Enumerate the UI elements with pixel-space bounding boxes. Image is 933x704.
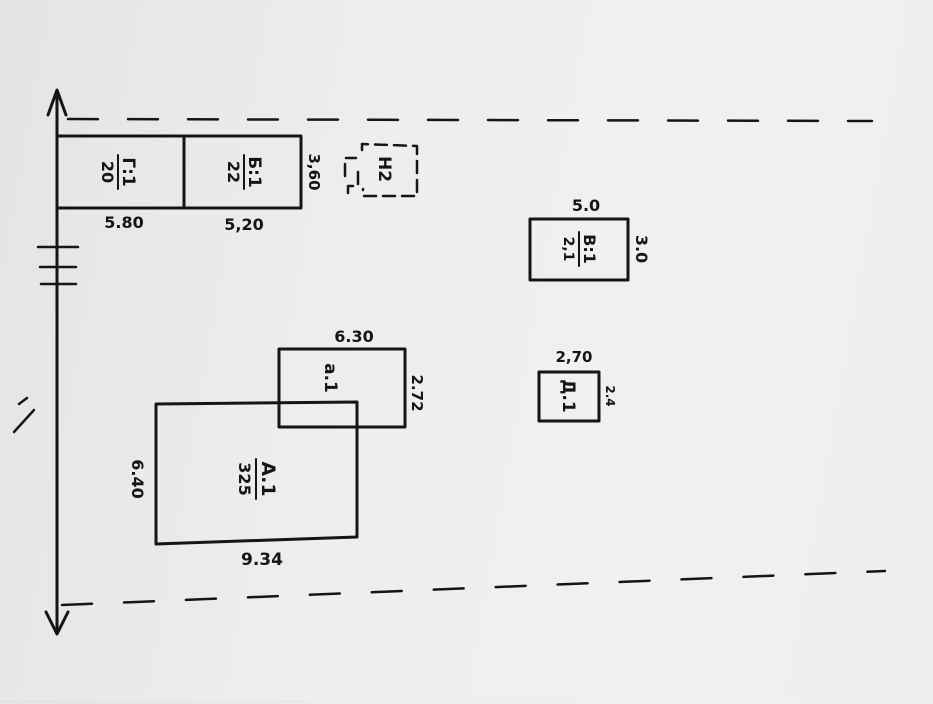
building-v1-width: 5.0 — [572, 196, 600, 215]
building-v1-depth: 3.0 — [632, 235, 651, 263]
arrow-down-icon — [44, 610, 70, 636]
building-d1: Д.1 2,70 2.4 — [537, 348, 617, 423]
building-a-main: А.1 325 9.34 6.40 — [128, 400, 359, 570]
road-mark — [12, 396, 36, 434]
building-a-extension-width: 6.30 — [334, 327, 373, 346]
top-dashed-boundary — [66, 117, 874, 123]
left-boundary-line — [12, 88, 80, 636]
building-g1: Г:1 20 5.80 — [55, 134, 186, 232]
building-v1: В:1 2,1 5.0 3.0 — [528, 196, 651, 282]
building-v1-name: В:1 — [580, 234, 599, 264]
bottom-dashed-boundary — [60, 569, 887, 607]
shed-n2: Н2 — [343, 142, 419, 198]
building-a-main-depth: 6.40 — [128, 459, 147, 498]
building-a-main-name: А.1 — [257, 461, 279, 496]
building-b1: Б:1 22 5,20 3,60 — [182, 134, 323, 234]
building-d1-width: 2,70 — [555, 348, 592, 366]
building-d1-name: Д.1 — [558, 379, 578, 412]
building-b1-depth: 3,60 — [305, 153, 323, 190]
arrow-up-icon — [46, 88, 68, 117]
building-b1-name: Б:1 — [244, 156, 264, 188]
building-a-main-code: 325 — [235, 462, 254, 495]
shed-n2-name: Н2 — [374, 156, 394, 182]
building-g1-name: Г:1 — [118, 157, 138, 186]
building-d1-depth: 2.4 — [603, 385, 617, 406]
building-a-extension-depth: 2.72 — [408, 374, 426, 411]
building-g1-code: 20 — [98, 161, 117, 183]
building-v1-code: 2,1 — [560, 237, 576, 262]
building-b1-code: 22 — [224, 161, 243, 183]
building-g1-width: 5.80 — [104, 213, 143, 232]
building-a-extension: а.1 6.30 2.72 — [277, 327, 426, 429]
building-b1-width: 5,20 — [224, 215, 263, 234]
building-a-main-width: 9.34 — [241, 550, 283, 570]
building-a-extension-name: а.1 — [320, 363, 340, 393]
